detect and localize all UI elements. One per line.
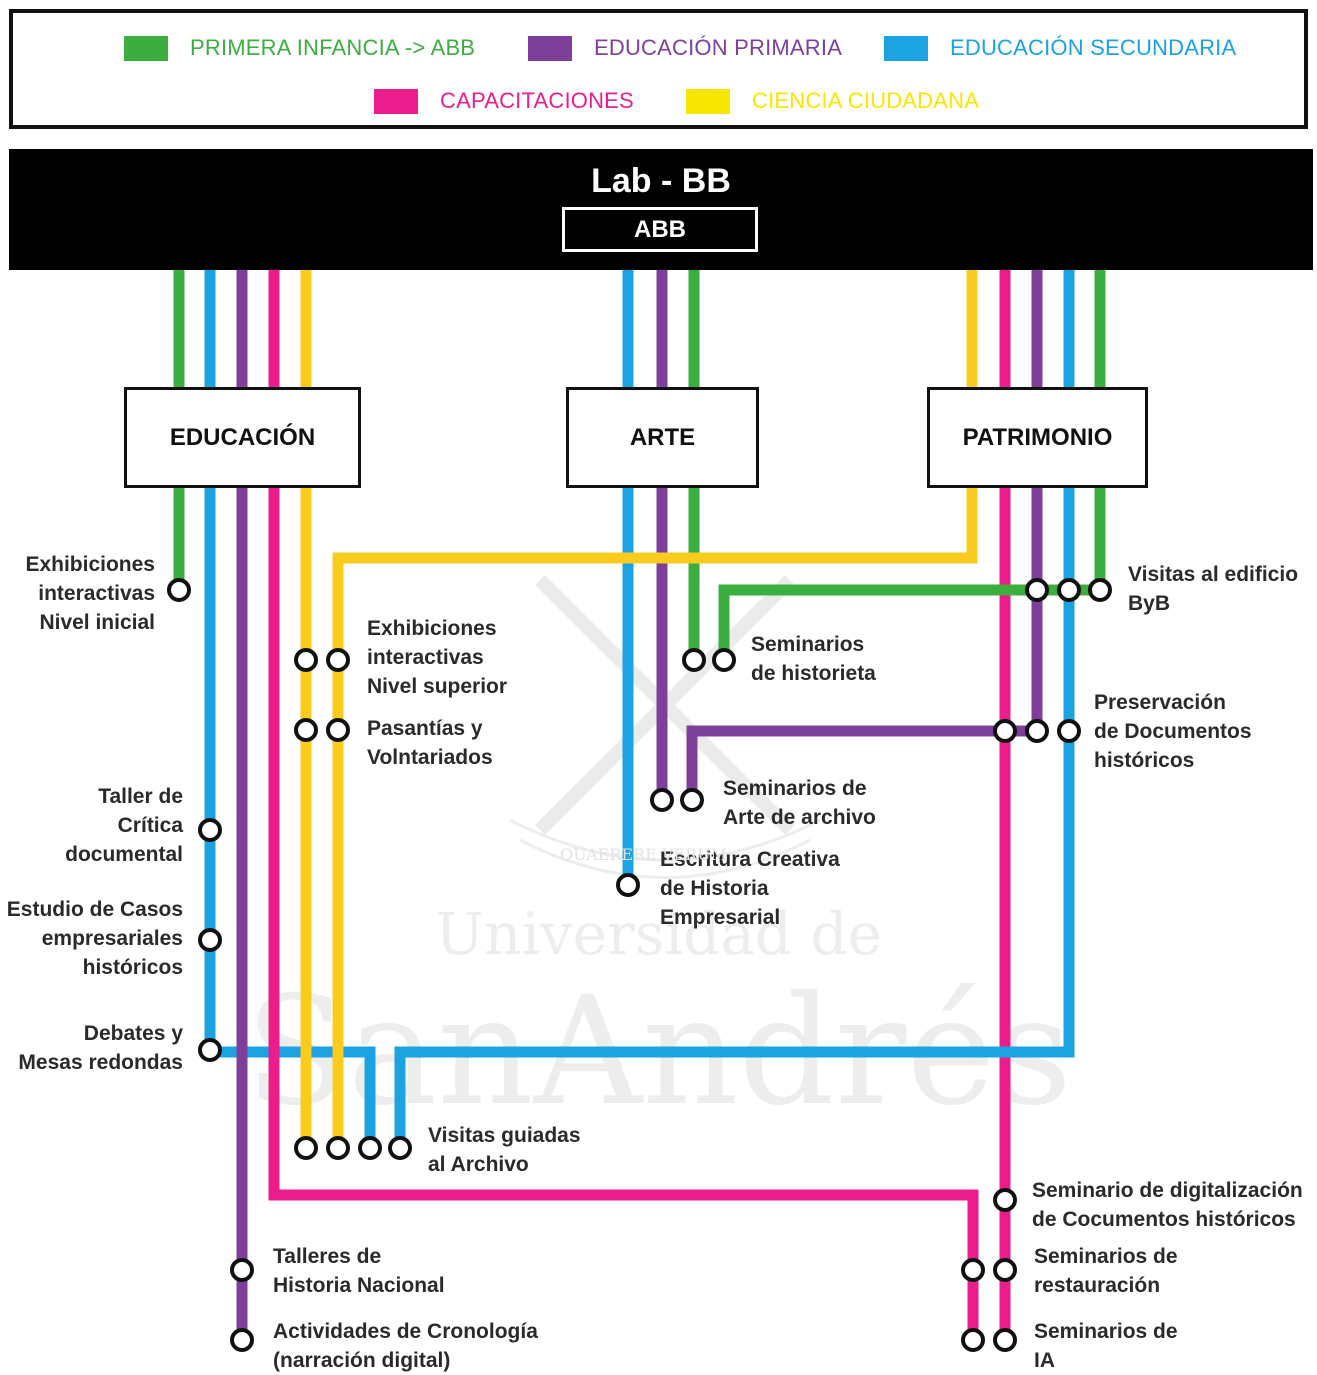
station-label-seminarios-historieta: Seminarios de historieta — [751, 633, 876, 685]
hub-arte: ARTE — [566, 387, 759, 488]
legend-swatch — [884, 35, 928, 61]
legend-swatch — [374, 88, 418, 114]
station-stop — [198, 928, 222, 952]
station-label-seminario-digitalizacion: Seminario de digitalización de Cocumento… — [1032, 1179, 1303, 1231]
station-label-escritura-creativa: Escritura Creativa de Historia Empresari… — [660, 848, 840, 929]
line-ciencia-ciudadana — [332, 270, 978, 1148]
station-stop — [1025, 719, 1049, 743]
station-stop — [616, 873, 640, 897]
line-educacion-secundaria — [204, 270, 376, 1148]
station-stop — [230, 1258, 254, 1282]
legend-label: EDUCACIÓN SECUNDARIA — [950, 35, 1237, 60]
header-bar: Lab - BB ABB — [9, 149, 1313, 270]
station-label-seminarios-ia: Seminarios de IA — [1034, 1320, 1178, 1372]
station-stop — [1057, 719, 1081, 743]
station-stop — [198, 818, 222, 842]
station-stop — [326, 648, 350, 672]
station-stop — [993, 1258, 1017, 1282]
legend-label: CAPACITACIONES — [440, 88, 634, 113]
legend-swatch — [528, 35, 572, 61]
station-label-visitas-guiadas: Visitas guiadas al Archivo — [428, 1124, 581, 1176]
station-label-taller-critica: Taller de Crítica documental — [65, 785, 183, 866]
station-stop — [993, 1188, 1017, 1212]
watermark-university-line1: Universidad de — [435, 900, 882, 968]
line-primera-infancia — [718, 270, 1106, 660]
header-title: Lab - BB — [591, 162, 731, 200]
station-stop — [1088, 578, 1112, 602]
station-label-preservacion: Preservación de Documentos históricos — [1094, 691, 1252, 772]
station-stop — [167, 578, 191, 602]
station-label-talleres-historia: Talleres de Historia Nacional — [273, 1245, 445, 1297]
station-stop — [294, 648, 318, 672]
line-educacion-secundaria — [394, 270, 1075, 1148]
legend-label: EDUCACIÓN PRIMARIA — [594, 35, 843, 60]
legend-swatch — [686, 88, 730, 114]
station-stop — [682, 648, 706, 672]
station-stop — [294, 1136, 318, 1160]
station-stop — [358, 1136, 382, 1160]
hub-educacion: EDUCACIÓN — [124, 387, 361, 488]
station-label-actividades-cronologia: Actividades de Cronología (narración dig… — [273, 1320, 538, 1372]
station-stop — [680, 788, 704, 812]
station-label-seminarios-restauracion: Seminarios de restauración — [1034, 1245, 1178, 1297]
station-stop — [961, 1258, 985, 1282]
legend-swatch — [124, 35, 168, 61]
station-label-pasantias: Pasantías y Volntariados — [367, 717, 493, 769]
station-stop — [961, 1328, 985, 1352]
legend-item-educacion-primaria: EDUCACIÓN PRIMARIA — [528, 35, 842, 61]
svg-text:QUAERERE VERUM: QUAERERE VERUM — [560, 845, 727, 864]
station-stop — [326, 1136, 350, 1160]
station-stop — [1057, 578, 1081, 602]
legend-item-primera-infancia: PRIMERA INFANCIA -> ABB — [124, 35, 475, 61]
station-label-exhibiciones-superior: Exhibiciones interactivas Nivel superior — [367, 617, 508, 698]
station-label-visitas-edificio: Visitas al edificio ByB — [1128, 563, 1299, 615]
station-stop — [230, 1328, 254, 1352]
legend-item-capacitaciones: CAPACITACIONES — [374, 88, 634, 114]
line-educacion-primaria — [686, 270, 1043, 800]
station-label-seminarios-archivo: Seminarios de Arte de archivo — [723, 777, 876, 829]
station-stop — [993, 719, 1017, 743]
legend-item-ciencia-ciudadana: CIENCIA CIUDADANA — [686, 88, 979, 114]
hub-patrimonio: PATRIMONIO — [927, 387, 1148, 488]
station-stop — [993, 1328, 1017, 1352]
header-subtitle-box: ABB — [562, 207, 758, 252]
station-label-exhibiciones-inicial: Exhibiciones interactivas Nivel inicial — [25, 553, 155, 634]
station-label-estudio-casos: Estudio de Casos empresariales histórico… — [6, 898, 183, 979]
station-stop — [326, 718, 350, 742]
legend: PRIMERA INFANCIA -> ABB EDUCACIÓN PRIMAR… — [9, 9, 1308, 129]
station-stop — [198, 1038, 222, 1062]
legend-label: CIENCIA CIUDADANA — [752, 88, 980, 113]
station-stop — [650, 788, 674, 812]
station-stop — [1025, 578, 1049, 602]
station-label-debates: Debates y Mesas redondas — [18, 1022, 183, 1074]
station-stop — [294, 718, 318, 742]
legend-item-educacion-secundaria: EDUCACIÓN SECUNDARIA — [884, 35, 1236, 61]
legend-label: PRIMERA INFANCIA -> ABB — [190, 35, 476, 60]
station-stop — [712, 648, 736, 672]
station-stop — [388, 1136, 412, 1160]
